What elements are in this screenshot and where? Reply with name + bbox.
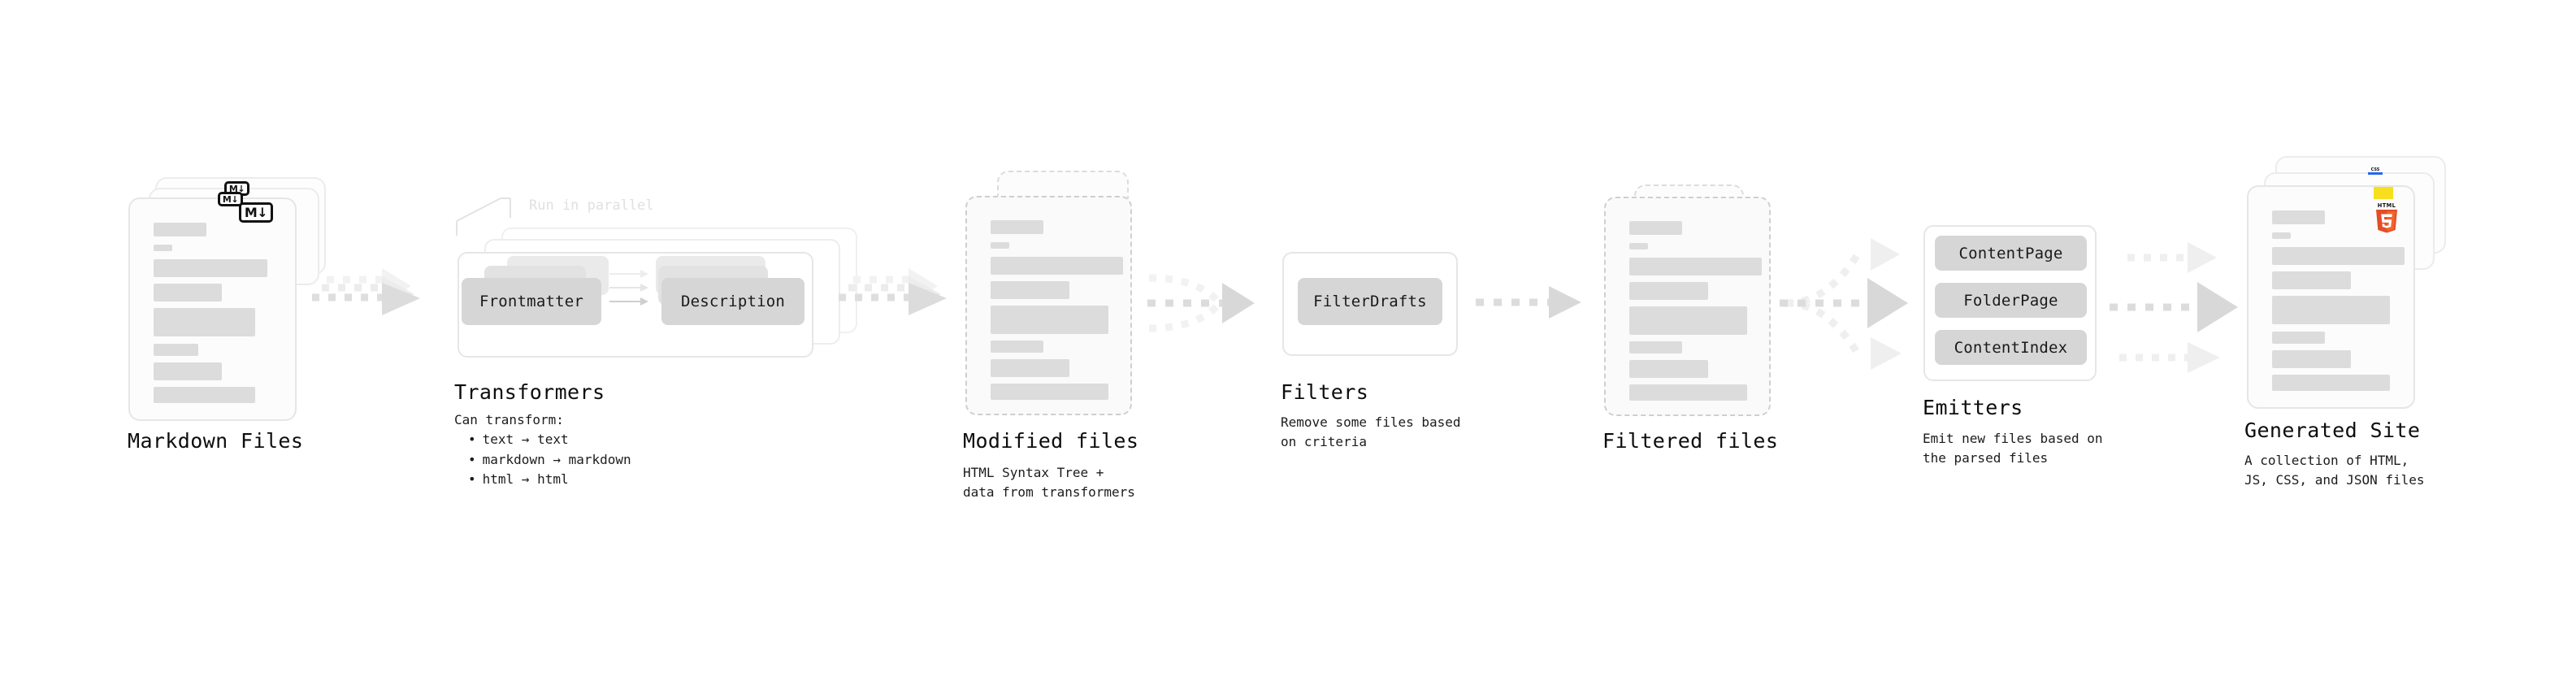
filter-pill-filterdrafts[interactable]: FilterDrafts	[1298, 278, 1442, 325]
stage-title-transformers: Transformers	[454, 380, 605, 404]
emitter-pill-folderpage[interactable]: FolderPage	[1935, 283, 2087, 318]
js-badge	[2374, 187, 2393, 199]
connector-modified-to-filters	[1138, 262, 1276, 351]
transformer-pill-frontmatter-label: Frontmatter	[479, 293, 584, 310]
stage-title-markdown-files: Markdown Files	[128, 429, 304, 453]
modified-card-front	[965, 196, 1132, 415]
transformer-inner-arrows	[609, 267, 683, 315]
markdown-card-front	[128, 197, 297, 421]
transformers-description: Can transform: text → text markdown → ma…	[454, 410, 631, 489]
connector-filters-to-filtered	[1472, 286, 1586, 327]
svg-text:HTML: HTML	[2378, 202, 2396, 209]
connector-transformers-to-modified	[834, 268, 964, 333]
css3-badge: CSS	[2367, 166, 2383, 176]
filters-subtitle: Remove some files based on criteria	[1281, 414, 1461, 450]
stage-title-modified-files: Modified files	[963, 429, 1139, 453]
stage-title-filtered-files: Filtered files	[1602, 429, 1779, 453]
filtered-card-front	[1604, 197, 1771, 416]
markdown-badge: M↓	[239, 202, 273, 223]
run-in-parallel-note: Run in parallel	[529, 197, 654, 214]
stage-title-filters: Filters	[1281, 380, 1369, 404]
transformers-bullets-lead: Can transform:	[454, 412, 564, 427]
markdown-badge-mid: M↓	[218, 192, 243, 206]
connector-md-to-transformers	[307, 268, 437, 333]
connector-filtered-to-emitters	[1780, 228, 1934, 390]
transformers-bullet-2: html → html	[468, 470, 631, 489]
stage-title-generated-site: Generated Site	[2244, 419, 2421, 442]
emitter-pill-contentpage[interactable]: ContentPage	[1935, 236, 2087, 271]
svg-text:CSS: CSS	[2371, 167, 2380, 172]
run-in-parallel-bracket	[455, 193, 553, 242]
generated-site-subtitle: A collection of HTML, JS, CSS, and JSON …	[2244, 453, 2425, 488]
transformers-bullet-1: markdown → markdown	[468, 450, 631, 470]
emitter-pill-contentindex[interactable]: ContentIndex	[1935, 330, 2087, 365]
transformer-pill-description[interactable]: Description	[661, 278, 804, 325]
modified-files-subtitle: HTML Syntax Tree + data from transformer…	[963, 465, 1135, 501]
emitters-subtitle: Emit new files based on the parsed files	[1923, 431, 2103, 466]
transformers-bullet-0: text → text	[468, 430, 631, 449]
stage-title-emitters: Emitters	[1923, 396, 2023, 419]
transformers-bullet-list: text → text markdown → markdown html → h…	[454, 430, 631, 489]
emitter-pill-folderpage-label: FolderPage	[1963, 291, 2058, 310]
connector-emitters-to-site	[2110, 232, 2256, 386]
transformer-pill-frontmatter[interactable]: Frontmatter	[462, 278, 601, 325]
html5-badge: HTML	[2374, 201, 2400, 233]
emitter-pill-contentindex-label: ContentIndex	[1954, 338, 2068, 357]
filter-pill-filterdrafts-label: FilterDrafts	[1313, 293, 1427, 310]
emitter-pill-contentpage-label: ContentPage	[1958, 244, 2063, 262]
transformer-pill-description-label: Description	[680, 293, 786, 310]
